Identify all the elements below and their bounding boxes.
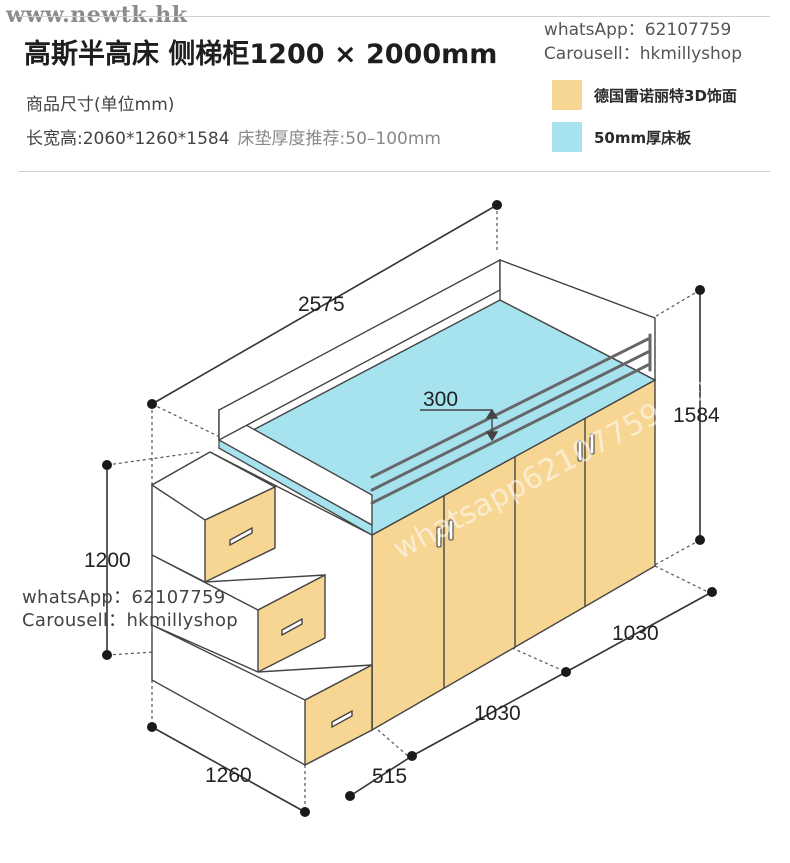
bed-guardrail — [370, 333, 652, 505]
mattress-text: 床垫厚度推荐:50–100mm — [237, 129, 441, 149]
stair-drawer-3 — [304, 663, 373, 767]
legend-label-wood: 德国雷诺丽特3D饰面 — [594, 87, 737, 105]
header-divider-top — [18, 16, 770, 17]
dim-height-1584: 1584 — [673, 404, 720, 427]
watermark-site: www.newtk.hk — [6, 2, 188, 28]
dim-cabinet-front-1030: 1030 — [474, 702, 521, 725]
stair-drawer-handles — [229, 526, 353, 729]
watermark-contact: whatsApp：62107759 Carousell：hkmillyshop — [544, 18, 742, 66]
legend-swatch-wood — [552, 80, 582, 110]
spec-dimensions: 长宽高:2060*1260*1584 床垫厚度推荐:50–100mm — [26, 124, 441, 149]
stair-drawer-2 — [257, 573, 326, 674]
spec-label: 商品尺寸(单位mm) — [26, 95, 175, 115]
watermark-whatsapp-left: whatsApp：62107759 — [22, 587, 226, 608]
wardrobe-handles — [436, 433, 595, 548]
dim-length-2575: 2575 — [298, 293, 345, 316]
rail-dimension-300 — [420, 408, 499, 442]
header-divider-bottom — [18, 171, 770, 172]
guide-lines — [106, 205, 709, 812]
dim-stair-height-1200: 1200 — [84, 549, 131, 572]
dim-stair-depth-515: 515 — [372, 765, 407, 788]
dim-width-1260: 1260 — [205, 764, 252, 787]
page-title: 高斯半高床 侧梯柜1200 × 2000mm — [24, 39, 498, 70]
dimension-lines — [106, 204, 713, 813]
watermark-carousell-left: Carousell：hkmillyshop — [22, 610, 239, 631]
wardrobe-door-seams — [443, 419, 586, 688]
legend-label-board: 50mm厚床板 — [594, 129, 692, 147]
dim-cabinet-back-1030: 1030 — [612, 622, 659, 645]
dimensions-text: 长宽高:2060*1260*1584 — [26, 129, 230, 149]
legend-swatch-board — [552, 122, 582, 152]
watermark-carousell: Carousell：hkmillyshop — [543, 44, 742, 64]
bed-back-panel — [499, 258, 656, 382]
watermark-contact-left: whatsApp：62107759 Carousell：hkmillyshop — [22, 586, 238, 632]
watermark-whatsapp: whatsApp：62107759 — [543, 20, 732, 40]
dimension-endpoints — [102, 200, 717, 817]
dim-rail-300: 300 — [423, 388, 458, 411]
